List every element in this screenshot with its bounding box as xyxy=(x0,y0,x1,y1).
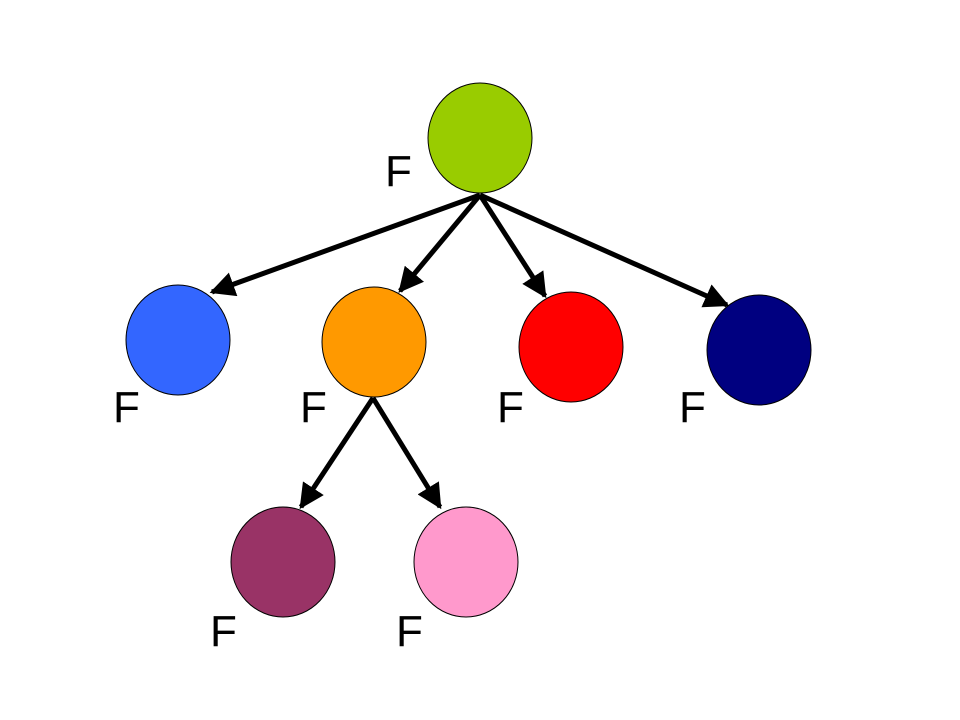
node-root xyxy=(427,82,533,194)
labels: F F F F F F F xyxy=(113,147,706,656)
node-child-3 xyxy=(518,291,624,403)
node-child-2 xyxy=(321,286,427,398)
node-label-child-3: F xyxy=(497,383,524,432)
edge-root-child-4 xyxy=(478,192,730,308)
edge-root-child-2 xyxy=(398,193,482,293)
node-label-grandchild-2: F xyxy=(396,607,423,656)
node-label-grandchild-1: F xyxy=(210,607,237,656)
node-label-child-2: F xyxy=(300,383,327,432)
nodes xyxy=(125,82,812,618)
node-grandchild-1 xyxy=(230,506,336,618)
node-child-4 xyxy=(706,294,812,406)
edge-root-child-1 xyxy=(209,192,481,297)
edge-child-2-grandchild-2 xyxy=(370,396,443,510)
node-grandchild-2 xyxy=(413,506,519,618)
node-label-child-4: F xyxy=(679,383,706,432)
node-child-1 xyxy=(125,284,231,396)
edge-child-2-grandchild-1 xyxy=(298,396,376,510)
node-label-root: F xyxy=(385,147,412,196)
edges xyxy=(209,192,730,510)
node-label-child-1: F xyxy=(113,383,140,432)
edge-root-child-3 xyxy=(477,193,548,299)
